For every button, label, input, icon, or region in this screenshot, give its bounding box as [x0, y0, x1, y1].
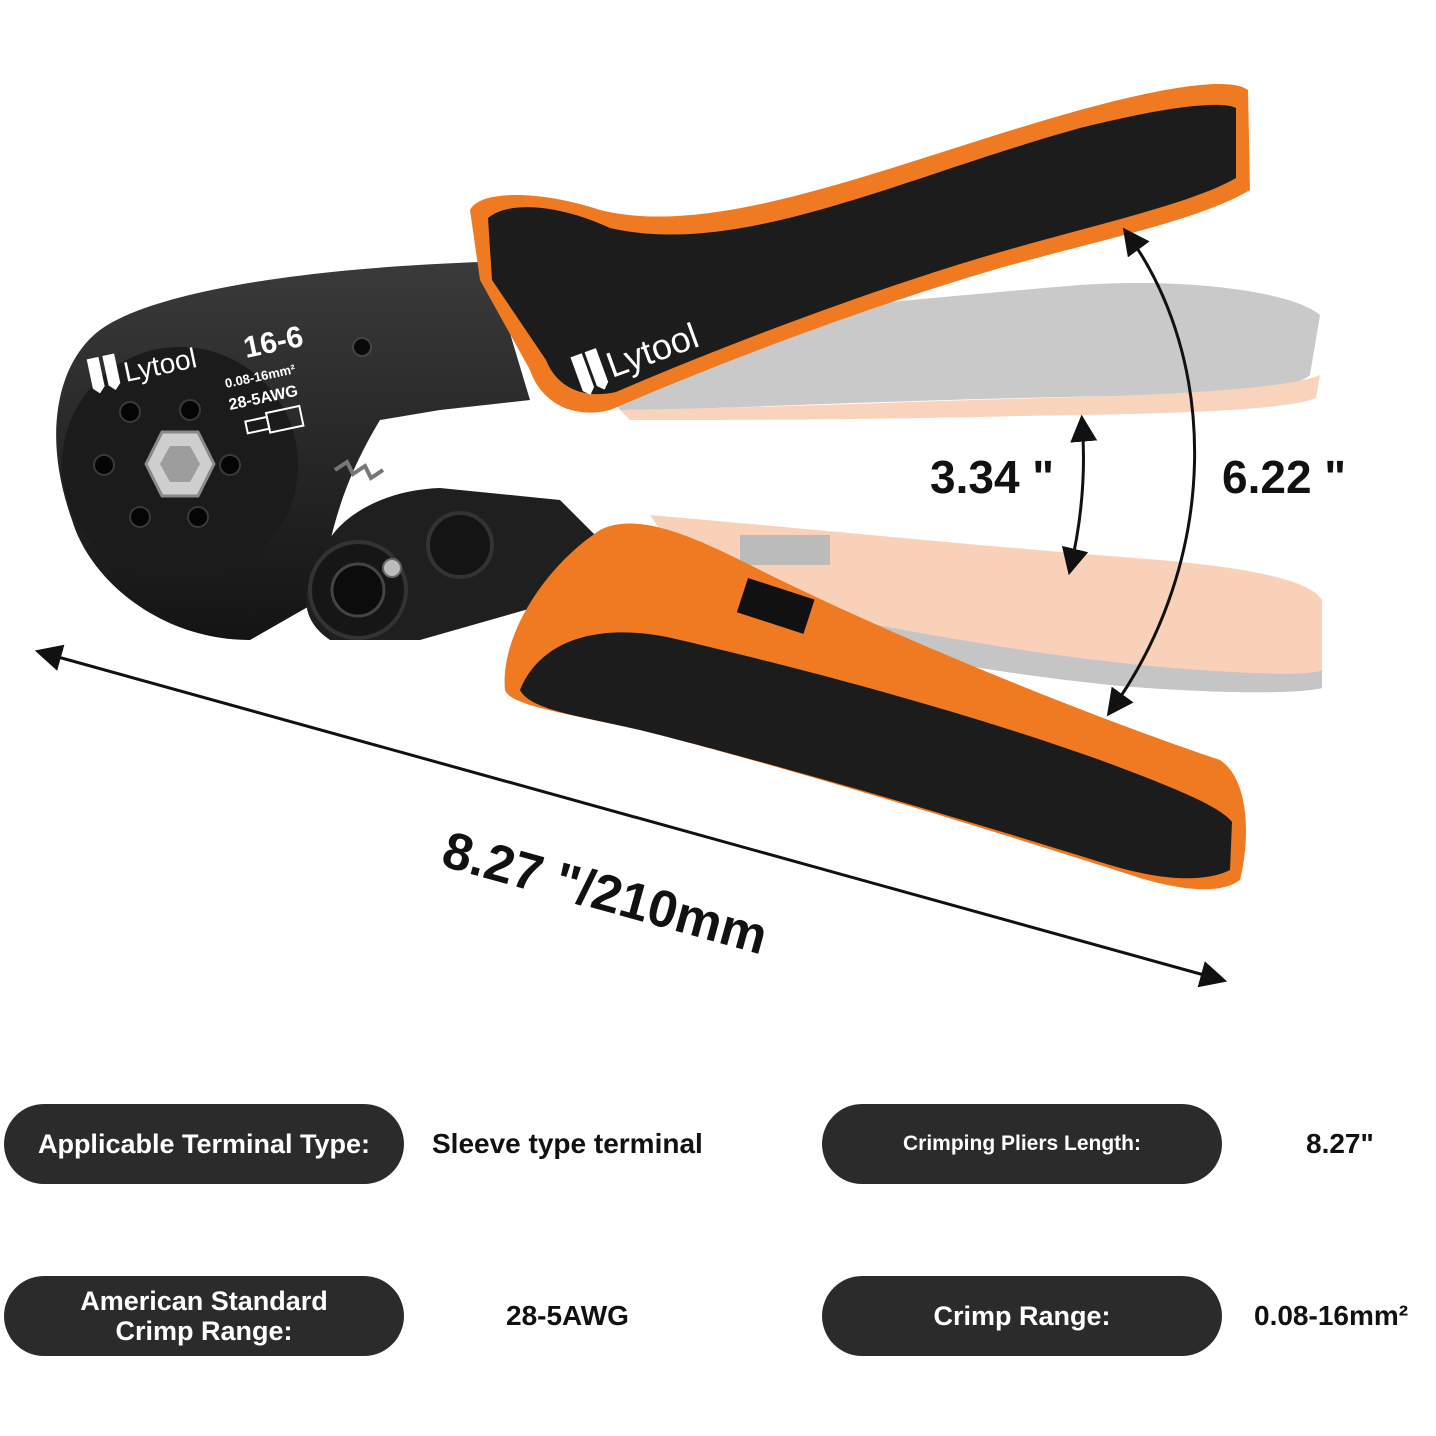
opening-dimension-arrow [1061, 414, 1098, 576]
pliers-length-value: 8.27" [1306, 1128, 1374, 1159]
crimper-drawing: Lytool 16-6 0.08-16mm² 28-5AWG Lytool [34, 83, 1322, 988]
lock-latch [736, 578, 815, 634]
lytool-shield-logo-icon [570, 353, 595, 395]
lytool-shield-logo-icon [86, 356, 105, 394]
crimp-range-value: 0.08-16mm² [1254, 1300, 1409, 1331]
adjust-screw [382, 558, 402, 578]
terminal-type-label: Applicable Terminal Type: [4, 1104, 404, 1184]
upper-handle: Lytool [470, 83, 1250, 413]
handle-brand-logo [570, 348, 609, 395]
terminal-type-value: Sleeve type terminal [432, 1128, 703, 1159]
awg-range-value: 28-5AWG [506, 1300, 629, 1331]
awg-range-label: American Standard Crimp Range: [4, 1276, 404, 1356]
span-dimension-label: 6.22 " [1222, 451, 1347, 503]
crimp-range-label: Crimp Range: [822, 1276, 1222, 1356]
length-dimension-arrow [34, 644, 1228, 988]
pliers-length-label: Crimping Pliers Length: [822, 1104, 1222, 1184]
ferrule-icon [244, 404, 305, 435]
ratchet-wheel [426, 511, 494, 579]
adjustment-gear [308, 540, 408, 640]
die-holes [93, 399, 241, 528]
ghost-latch [740, 535, 830, 565]
awg-range-label-line2: Crimp Range: [115, 1316, 293, 1346]
awg-range-label-line1: American Standard [80, 1286, 328, 1316]
product-illustration: Lytool 16-6 0.08-16mm² 28-5AWG Lytool [34, 83, 1347, 988]
head-brand-logo [86, 353, 121, 394]
pivot-pin [352, 337, 372, 357]
spring [333, 459, 385, 481]
opening-dimension-label: 3.34 " [930, 451, 1055, 503]
